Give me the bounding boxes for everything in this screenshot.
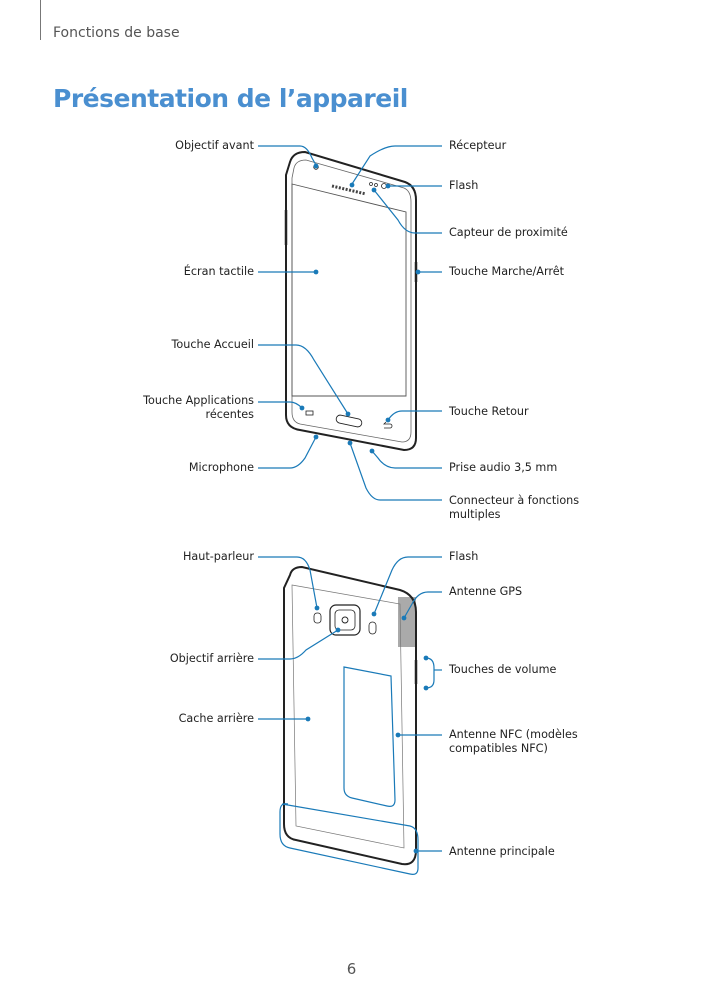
section-header: Fonctions de base	[53, 25, 180, 41]
label-speaker: Haut-parleur	[182, 550, 254, 563]
label-multipurpose-jack: Connecteur à fonctions	[449, 494, 580, 507]
back-callouts	[258, 556, 442, 875]
label-back-key: Touche Retour	[449, 405, 529, 418]
label-receiver: Récepteur	[449, 139, 507, 152]
label-main-antenna: Antenne principale	[449, 845, 555, 858]
page-title: Présentation de l’appareil	[53, 84, 408, 113]
label-home-key: Touche Accueil	[171, 338, 255, 351]
label-rear-camera: Objectif arrière	[169, 652, 254, 665]
label-microphone: Microphone	[188, 461, 254, 474]
front-phone	[284, 150, 418, 452]
back-phone	[283, 565, 418, 866]
header-rule	[40, 0, 41, 40]
label-recent-apps-key-2: récentes	[205, 408, 254, 421]
label-proximity-sensor: Capteur de proximité	[449, 226, 568, 239]
label-gps-antenna: Antenne GPS	[449, 585, 523, 598]
page-number: 6	[346, 960, 357, 978]
label-nfc-antenna: Antenne NFC (modèles	[449, 728, 578, 741]
label-nfc-antenna-2: compatibles NFC)	[449, 742, 548, 755]
label-power-key: Touche Marche/Arrêt	[449, 265, 564, 278]
label-audio-jack: Prise audio 3,5 mm	[449, 461, 558, 474]
label-rear-flash: Flash	[449, 550, 479, 563]
front-callout-dots	[299, 163, 421, 454]
label-recent-apps-key: Touche Applications	[143, 394, 254, 407]
label-back-cover: Cache arrière	[178, 712, 254, 725]
label-volume-keys: Touches de volume	[449, 663, 557, 676]
back-callout-dots	[305, 605, 429, 854]
label-front-camera: Objectif avant	[175, 139, 254, 152]
label-front-flash: Flash	[449, 179, 479, 192]
label-touchscreen: Écran tactile	[183, 265, 254, 278]
label-multipurpose-jack-2: multiples	[449, 508, 501, 521]
